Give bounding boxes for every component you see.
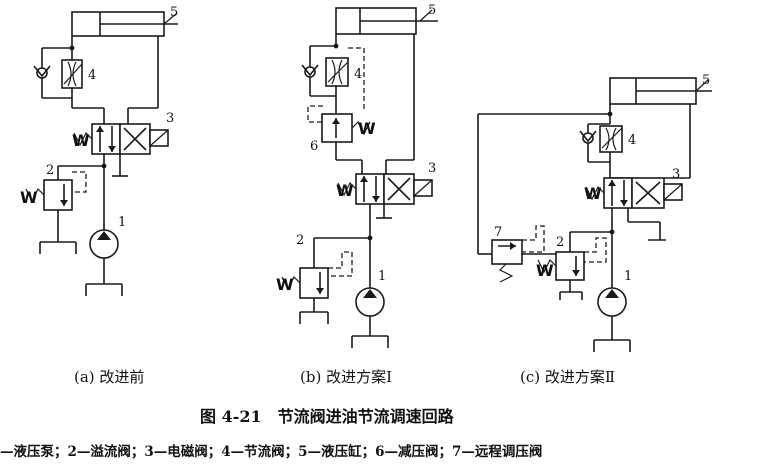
- pump-c: [593, 287, 631, 352]
- label-4-c: 4: [628, 133, 636, 148]
- spring-w-a2: W: [20, 188, 38, 207]
- label-1-b: 1: [378, 269, 386, 284]
- pump-b: [351, 287, 389, 348]
- hydraulic-cylinder-c: [609, 77, 712, 105]
- spring-w-b2: W: [276, 275, 294, 294]
- label-2-c: 2: [556, 235, 564, 250]
- caption-b: (b) 改进方案Ⅰ: [300, 368, 392, 386]
- panel-c: 5 4: [477, 73, 712, 352]
- throttle-valve-a: [33, 45, 105, 124]
- label-6-b: 6: [310, 139, 318, 154]
- throttle-valve-c: [579, 111, 630, 179]
- panel-a: 5 4: [20, 5, 178, 296]
- figure-legend: —液压泵；2—溢流阀；3—电磁阀；4—节流阀；5—液压缸；6—减压阀；7—远程调…: [0, 444, 543, 460]
- label-3-b: 3: [428, 161, 436, 176]
- solenoid-valve-b: [337, 173, 433, 205]
- pressure-reducing-valve-b: [307, 96, 371, 174]
- spring-w-b6: W: [358, 119, 376, 138]
- caption-c: (c) 改进方案Ⅱ: [520, 368, 616, 386]
- label-5-c: 5: [702, 73, 710, 88]
- spring-w-c3: W: [584, 184, 602, 203]
- caption-a: (a) 改进前: [74, 368, 145, 386]
- solenoid-valve-a: [73, 123, 169, 155]
- figure-title: 图 4-21 节流阀进油节流调速回路: [200, 407, 454, 426]
- remote-pressure-valve-c: [491, 225, 556, 283]
- label-5-a: 5: [170, 5, 178, 20]
- solenoid-valve-c: [585, 177, 683, 209]
- label-1-c: 1: [624, 269, 632, 284]
- relief-valve-b: [281, 237, 370, 324]
- hydraulic-cylinder-b: [335, 7, 438, 35]
- spring-w-a3: W: [72, 131, 90, 150]
- throttle-valve-b: [301, 43, 365, 112]
- label-5-b: 5: [428, 3, 436, 18]
- label-4-b: 4: [354, 67, 362, 82]
- label-2-b: 2: [296, 233, 304, 248]
- hydraulic-cylinder-a: [71, 11, 178, 37]
- relief-valve-a: [25, 165, 104, 254]
- label-3-c: 3: [672, 167, 680, 182]
- pump-a: [85, 229, 123, 296]
- label-2-a: 2: [46, 163, 54, 178]
- label-7-c: 7: [494, 225, 502, 240]
- panel-b: 5 4: [276, 3, 438, 348]
- relief-valve-c: [537, 231, 612, 300]
- label-3-a: 3: [166, 111, 174, 126]
- spring-w-c2: W: [536, 261, 554, 280]
- spring-w-b3: W: [336, 181, 354, 200]
- label-1-a: 1: [118, 215, 126, 230]
- label-4-a: 4: [88, 68, 96, 83]
